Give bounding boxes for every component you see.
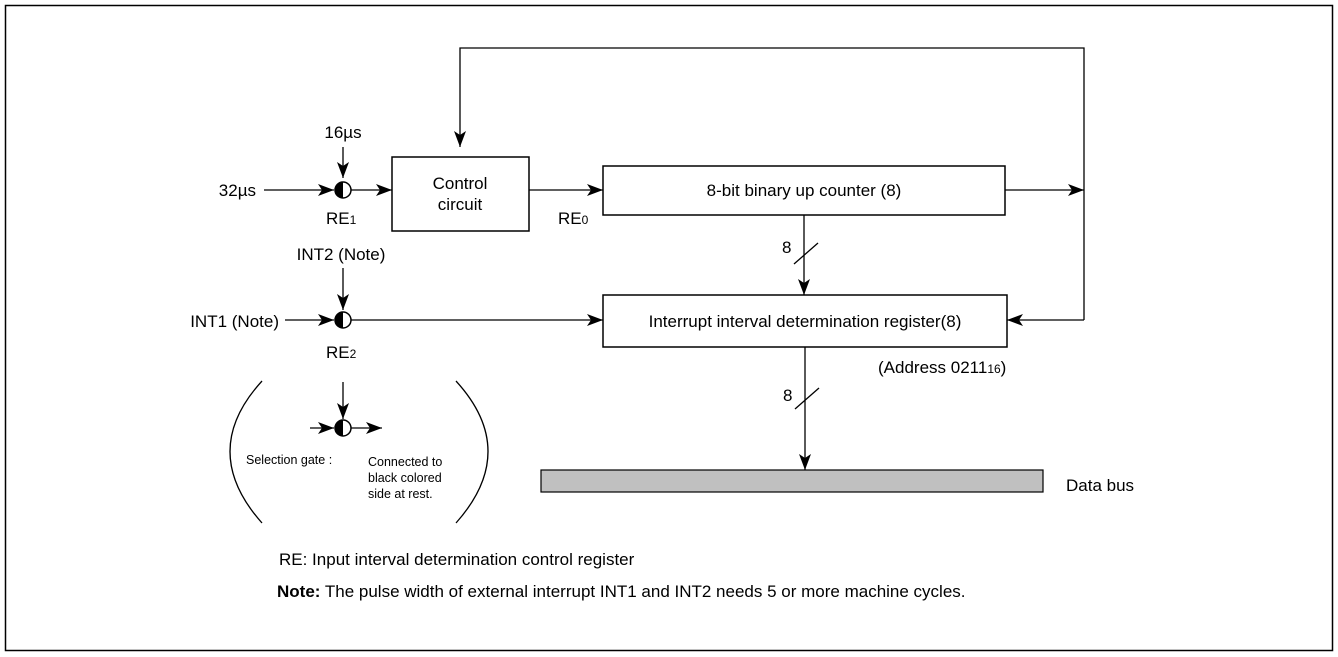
re2-sub: 2	[350, 347, 357, 361]
legend-left-paren	[229, 380, 263, 524]
re2-main: RE	[326, 343, 350, 362]
note-line: Note: The pulse width of external interr…	[277, 582, 966, 601]
legend-connected-line1: Connected to	[368, 455, 442, 469]
re0-main: RE	[558, 209, 582, 228]
selection-gate-re1	[334, 181, 352, 199]
data-bus-bar	[540, 469, 1044, 493]
counter-box	[602, 165, 1006, 216]
figure-frame	[4, 4, 1334, 652]
control-circuit-box	[391, 156, 530, 232]
bus-slash-upper	[793, 242, 819, 265]
address-close: )	[1001, 358, 1007, 377]
re1-main: RE	[326, 209, 350, 228]
register-label: Interrupt interval determination registe…	[649, 312, 962, 331]
selection-gate-legend: Selection gate : Connected to black colo…	[229, 380, 489, 524]
legend-selection-gate: Selection gate :	[246, 453, 332, 467]
re1-sub: 1	[350, 213, 357, 227]
note-text: The pulse width of external interrupt IN…	[320, 582, 965, 601]
control-circuit-line1: Control	[433, 174, 488, 193]
clock-32-label: 32µs	[219, 181, 256, 200]
re2-label: RE2	[326, 343, 357, 362]
address-main: (Address 0211	[878, 358, 987, 377]
int1-label: INT1 (Note)	[190, 312, 279, 331]
bus-width-lower: 8	[783, 386, 792, 405]
legend-connected-line3: side at rest.	[368, 487, 433, 501]
re0-label: RE0	[558, 209, 589, 228]
legend-connected-line2: black colored	[368, 471, 442, 485]
control-circuit-line2: circuit	[438, 195, 483, 214]
legend-right-paren	[455, 380, 489, 524]
selection-gate-re2	[334, 311, 352, 329]
feedback-loop	[454, 47, 1085, 326]
re0-sub: 0	[582, 213, 589, 227]
clock-16-label: 16µs	[324, 123, 361, 142]
note-label: Note:	[277, 582, 320, 601]
bus-slash-lower	[794, 387, 820, 410]
address-sub: 16	[987, 362, 1001, 376]
data-bus-label: Data bus	[1066, 476, 1134, 495]
address-label: (Address 021116)	[878, 358, 1006, 377]
int2-label: INT2 (Note)	[297, 245, 386, 264]
re-definition: RE: Input interval determination control…	[279, 550, 635, 569]
re1-label: RE1	[326, 209, 357, 228]
counter-label: 8-bit binary up counter (8)	[707, 181, 902, 200]
bus-width-upper: 8	[782, 238, 791, 257]
register-box	[602, 294, 1008, 348]
